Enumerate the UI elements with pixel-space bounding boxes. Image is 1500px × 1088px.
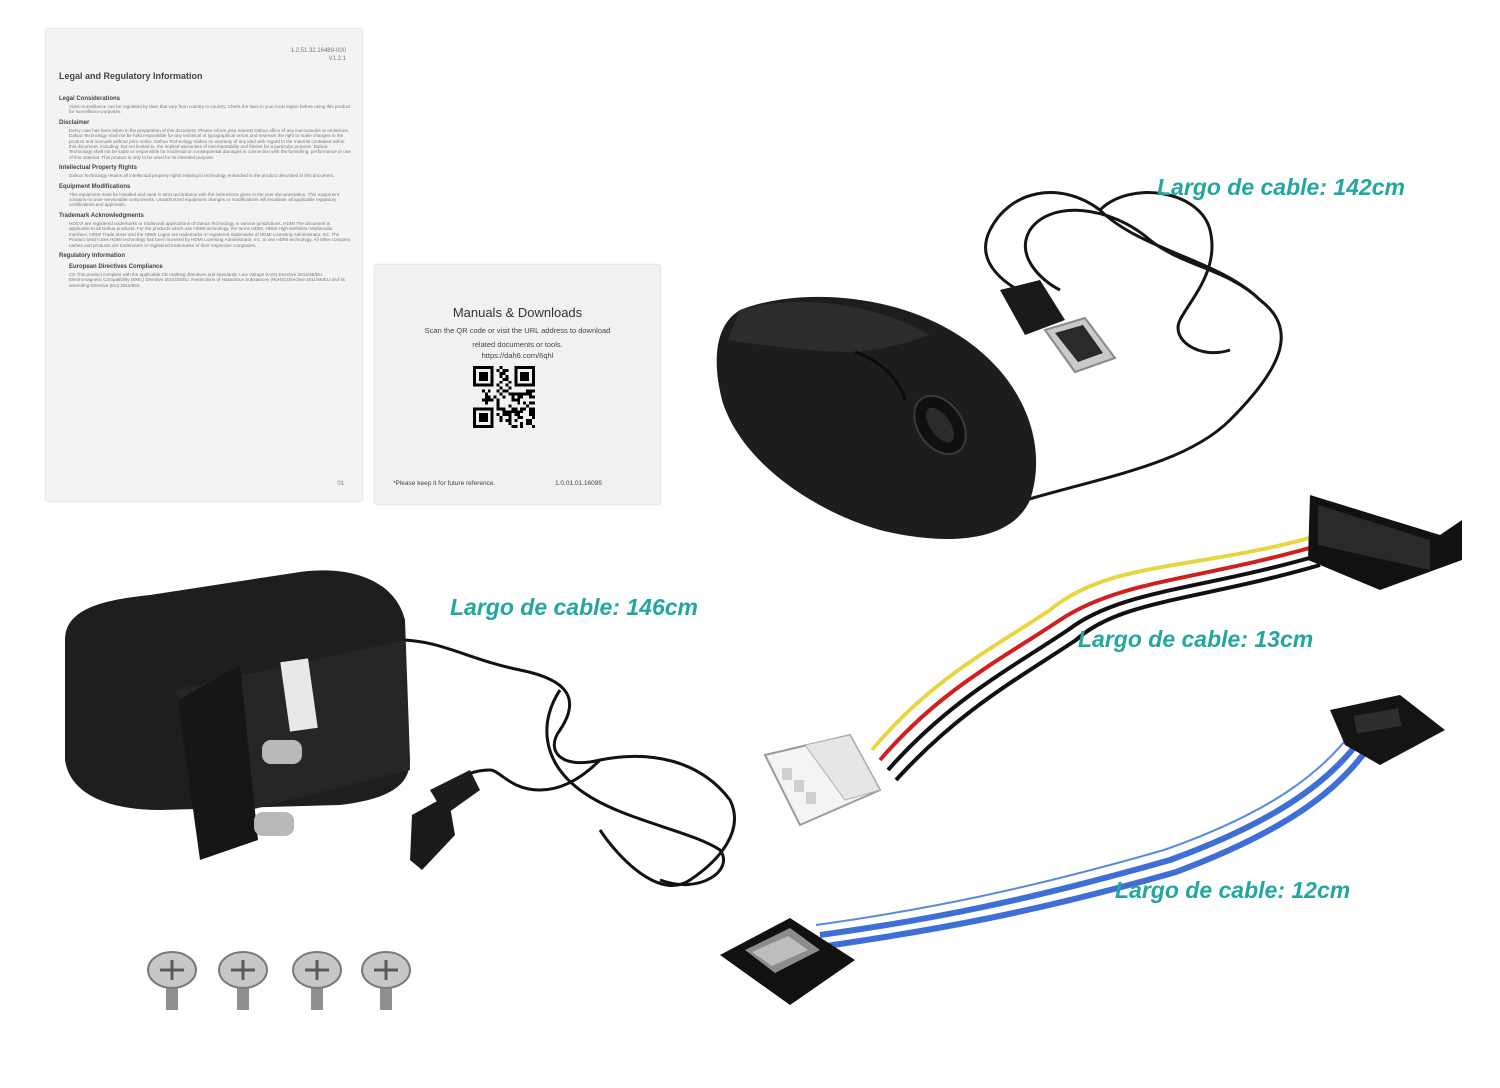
- doc-version: V1.2.1: [328, 56, 346, 62]
- sata-data-cable: [720, 695, 1445, 1005]
- section-body: This equipment must be installed and use…: [69, 191, 340, 208]
- manuals-footer-code: 1.0.01.01.16095: [555, 480, 602, 487]
- manuals-url: https://dah6.com/6qhl: [481, 351, 554, 360]
- document-code: 1.2.51.32.16489-000 V1.2.1: [291, 47, 346, 63]
- manuals-title: Manuals & Downloads: [452, 305, 583, 320]
- adapter-cable-length-label: Largo de cable: 146cm: [450, 594, 698, 620]
- doc-code: 1.2.51.32.16489-000: [290, 48, 346, 54]
- section-heading: Equipment Modifications: [59, 183, 131, 190]
- section-body: Dahua Technology retains all intellectua…: [69, 173, 335, 179]
- manuals-instruction: Scan the QR code or visit the URL addres…: [424, 326, 611, 335]
- section-heading: Intellectual Property Rights: [59, 165, 138, 172]
- qr-code-icon: [473, 366, 535, 428]
- power-cable-length-label: Largo de cable: 13cm: [1078, 626, 1314, 652]
- section-heading: European Directives Compliance: [69, 263, 163, 270]
- screw-icon: [361, 951, 411, 1010]
- manuals-card: Manuals & Downloads Scan the QR code or …: [375, 265, 660, 504]
- legal-document: 1.2.51.32.16489-000 V1.2.1 Legal and Reg…: [46, 29, 362, 501]
- section-body: Video surveillance can be regulated by l…: [69, 104, 351, 115]
- molex-power-cable: [763, 495, 1462, 827]
- manuals-footer-note: *Please keep it for future reference.: [393, 480, 496, 487]
- document-sections: Legal Considerations Video surveillance …: [59, 91, 351, 288]
- section-body: HDCVI are registered trademarks or trade…: [69, 220, 351, 248]
- document-title: Legal and Regulatory Information: [59, 71, 203, 81]
- mouse-cable-length-label: Largo de cable: 142cm: [1157, 174, 1405, 200]
- mounting-screws: [147, 951, 411, 1010]
- section-heading: Legal Considerations: [59, 96, 121, 102]
- screw-icon: [218, 951, 268, 1010]
- screw-icon: [292, 951, 342, 1010]
- section-heading: Trademark Acknowledgments: [59, 212, 144, 219]
- page-number: 01: [337, 481, 344, 487]
- usb-plug: [1000, 280, 1117, 374]
- section-heading: Disclaimer: [59, 119, 90, 126]
- section-body: CE This product complies with the applic…: [69, 271, 345, 288]
- power-adapter: [65, 570, 736, 887]
- usb-mouse: [716, 191, 1283, 539]
- manuals-instruction-2: related documents or tools.: [472, 340, 563, 349]
- section-body: Every care has been taken in the prepara…: [69, 127, 351, 160]
- screw-icon: [147, 951, 197, 1010]
- section-heading: Regulatory Information: [59, 252, 126, 259]
- sata-cable-length-label: Largo de cable: 12cm: [1115, 877, 1351, 903]
